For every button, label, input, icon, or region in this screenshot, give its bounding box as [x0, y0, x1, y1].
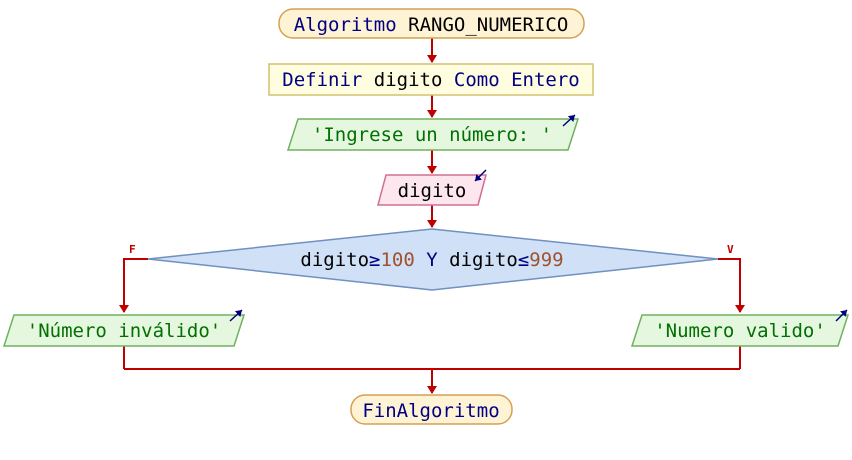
define-block: Definir digito Como Entero [268, 63, 594, 96]
arrow-false-branch [119, 258, 148, 313]
algorithm-name: RANGO_NUMERICO [408, 14, 568, 36]
output-invalid-text: 'Número inválido' [27, 320, 221, 342]
decision-shape [147, 228, 719, 291]
true-branch-label: V [727, 243, 734, 256]
false-branch-label: F [129, 243, 136, 256]
define-block-text: Definir digito Como Entero [282, 69, 579, 91]
decision-num2: 999 [529, 249, 563, 271]
start-keyword: Algoritmo [294, 14, 397, 36]
input-arrow-icon [474, 169, 487, 182]
output-valid-text: 'Numero valido' [654, 320, 826, 342]
arrow-true-branch [718, 258, 745, 313]
define-as-keyword: Como [454, 69, 500, 91]
decision-block: digito≥100 Y digito≤999 F V [129, 228, 734, 291]
end-terminal: FinAlgoritmo [350, 394, 513, 425]
output-prompt-shape [286, 118, 580, 151]
start-terminal-shape [278, 8, 585, 39]
decision-num1: 100 [380, 249, 414, 271]
output-valid-arrow-icon [835, 309, 848, 322]
input-read-shape [377, 174, 487, 206]
start-terminal: Algoritmo RANGO_NUMERICO [278, 8, 585, 39]
flow-lines [119, 38, 745, 394]
define-keyword: Definir [282, 69, 362, 91]
define-type: Entero [511, 69, 580, 91]
output-invalid-block: 'Número inválido' [2, 309, 246, 347]
end-terminal-text: FinAlgoritmo [362, 400, 499, 422]
decision-op1: ≥ [369, 249, 380, 271]
output-valid-shape [630, 314, 850, 347]
define-variable: digito [374, 69, 443, 91]
input-read-text: digito [398, 180, 467, 202]
decision-connector: Y [426, 249, 438, 271]
output-invalid-arrow-icon [229, 309, 243, 322]
decision-condition: digito≥100 Y digito≤999 [300, 249, 563, 271]
end-terminal-shape [350, 394, 513, 425]
output-prompt-block: 'Ingrese un número: ' [286, 114, 580, 151]
output-prompt-text: 'Ingrese un número: ' [312, 124, 552, 146]
decision-op2: ≤ [518, 249, 529, 271]
output-valid-block: 'Numero valido' [630, 309, 850, 347]
define-block-shape [268, 63, 594, 96]
output-arrow-icon [562, 114, 576, 127]
input-read-block: digito [377, 169, 487, 206]
start-terminal-text: Algoritmo RANGO_NUMERICO [294, 14, 569, 36]
decision-var2: digito [449, 249, 518, 271]
decision-var1: digito [300, 249, 369, 271]
output-invalid-shape [2, 314, 246, 347]
